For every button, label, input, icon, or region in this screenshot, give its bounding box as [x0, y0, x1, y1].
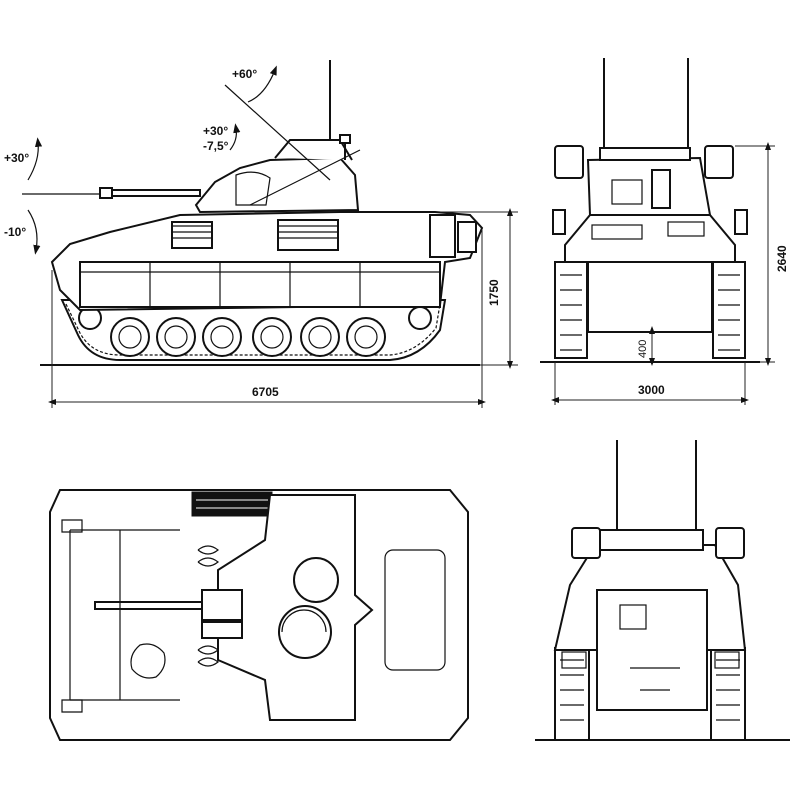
- width-label: 3000: [638, 383, 665, 397]
- angle-label-left-elev: +30°: [4, 151, 29, 165]
- smoke-launcher-right: [704, 145, 734, 179]
- hatch-commander: [293, 557, 339, 603]
- hatch-gunner: [278, 605, 332, 659]
- elevation-line-60: [224, 84, 331, 181]
- road-wheels: [78, 306, 432, 357]
- height-label: 1750: [487, 279, 501, 306]
- angle-label-gun-dep: -7,5°: [203, 139, 229, 153]
- track-right: [712, 261, 746, 359]
- track-rear-left: [554, 647, 590, 741]
- smoke-launcher-rear-right: [715, 527, 745, 559]
- smoke-launcher-rear-left: [571, 527, 601, 559]
- elev-arc-30: [229, 123, 241, 151]
- rear-ramp: [596, 589, 708, 711]
- angle-label-gun-elev: +30°: [203, 124, 228, 138]
- side-view: +60° +30° -7,5° +30° -10° 6705 1750: [4, 60, 518, 408]
- hull-front: [587, 261, 713, 333]
- gun-barrel-top: [94, 601, 206, 610]
- rear-view: [535, 440, 790, 741]
- left-arc-up: [27, 137, 43, 181]
- front-view: 400 3000 2640: [540, 58, 789, 405]
- engine-grille: [191, 491, 273, 517]
- gun-barrel: [99, 189, 201, 197]
- track-rear-right: [710, 647, 746, 741]
- length-label: 6705: [252, 385, 279, 399]
- turret-front: [586, 156, 712, 216]
- turret-side: [194, 156, 360, 214]
- clearance-label: 400: [637, 340, 649, 358]
- front-height-label: 2640: [775, 245, 789, 272]
- top-view: [49, 489, 469, 741]
- angle-label-left-dep: -10°: [4, 225, 26, 239]
- smoke-launcher-left: [554, 145, 584, 179]
- rear-hatch: [384, 549, 446, 671]
- angle-label-high: +60°: [232, 67, 257, 81]
- left-arc-down: [27, 209, 41, 255]
- side-skirt: [79, 261, 441, 308]
- elev-arc-60: [247, 65, 277, 103]
- track-left: [554, 261, 588, 359]
